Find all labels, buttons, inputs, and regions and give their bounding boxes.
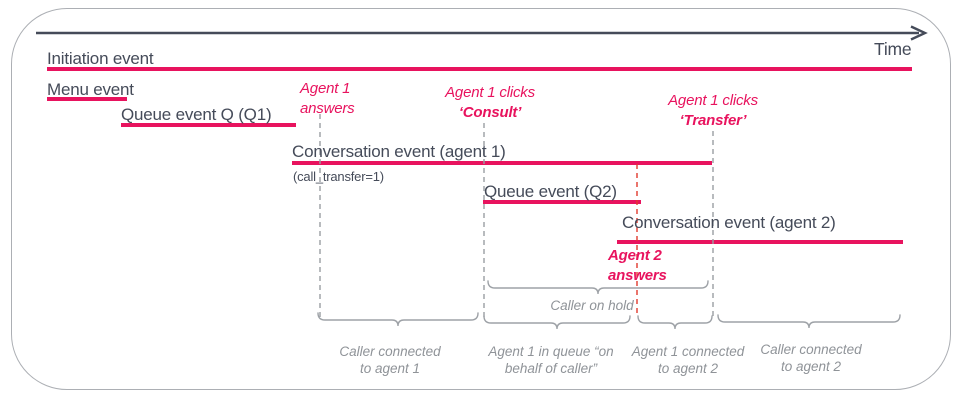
event-label-queue-event-q2: Queue event (Q2) [484,182,617,201]
event-sublabel-conversation-event-agent1: (call_transfer=1) [293,169,384,184]
bracket-caller-connected-to-agent2 [717,314,901,329]
event-label-conversation-event-agent2: Conversation event (agent 2) [622,213,836,232]
annotation-agent1-clicks-transfer: Agent 1 clicks‘Transfer’ [668,92,758,129]
bracket-label-caller-on-hold: Caller on hold [550,298,634,313]
event-label-initiation-event: Initiation event [47,49,154,68]
bracket-agent1-connected-to-agent2 [637,315,713,330]
event-label-queue-event-q1: Queue event Q (Q1) [121,105,272,124]
bracket-agent1-in-queue [483,315,631,330]
time-axis-label: Time [874,39,912,59]
annotation-agent1-clicks-consult: Agent 1 clicks‘Consult’ [445,84,535,121]
diagram-rounded-frame [11,8,951,390]
event-label-conversation-event-agent1: Conversation event (agent 1) [292,142,506,161]
bracket-caller-on-hold [487,280,709,295]
bracket-caller-connected-to-agent1 [317,312,479,327]
time-axis-arrowhead-icon [910,25,928,41]
event-label-menu-event: Menu event [47,80,134,99]
